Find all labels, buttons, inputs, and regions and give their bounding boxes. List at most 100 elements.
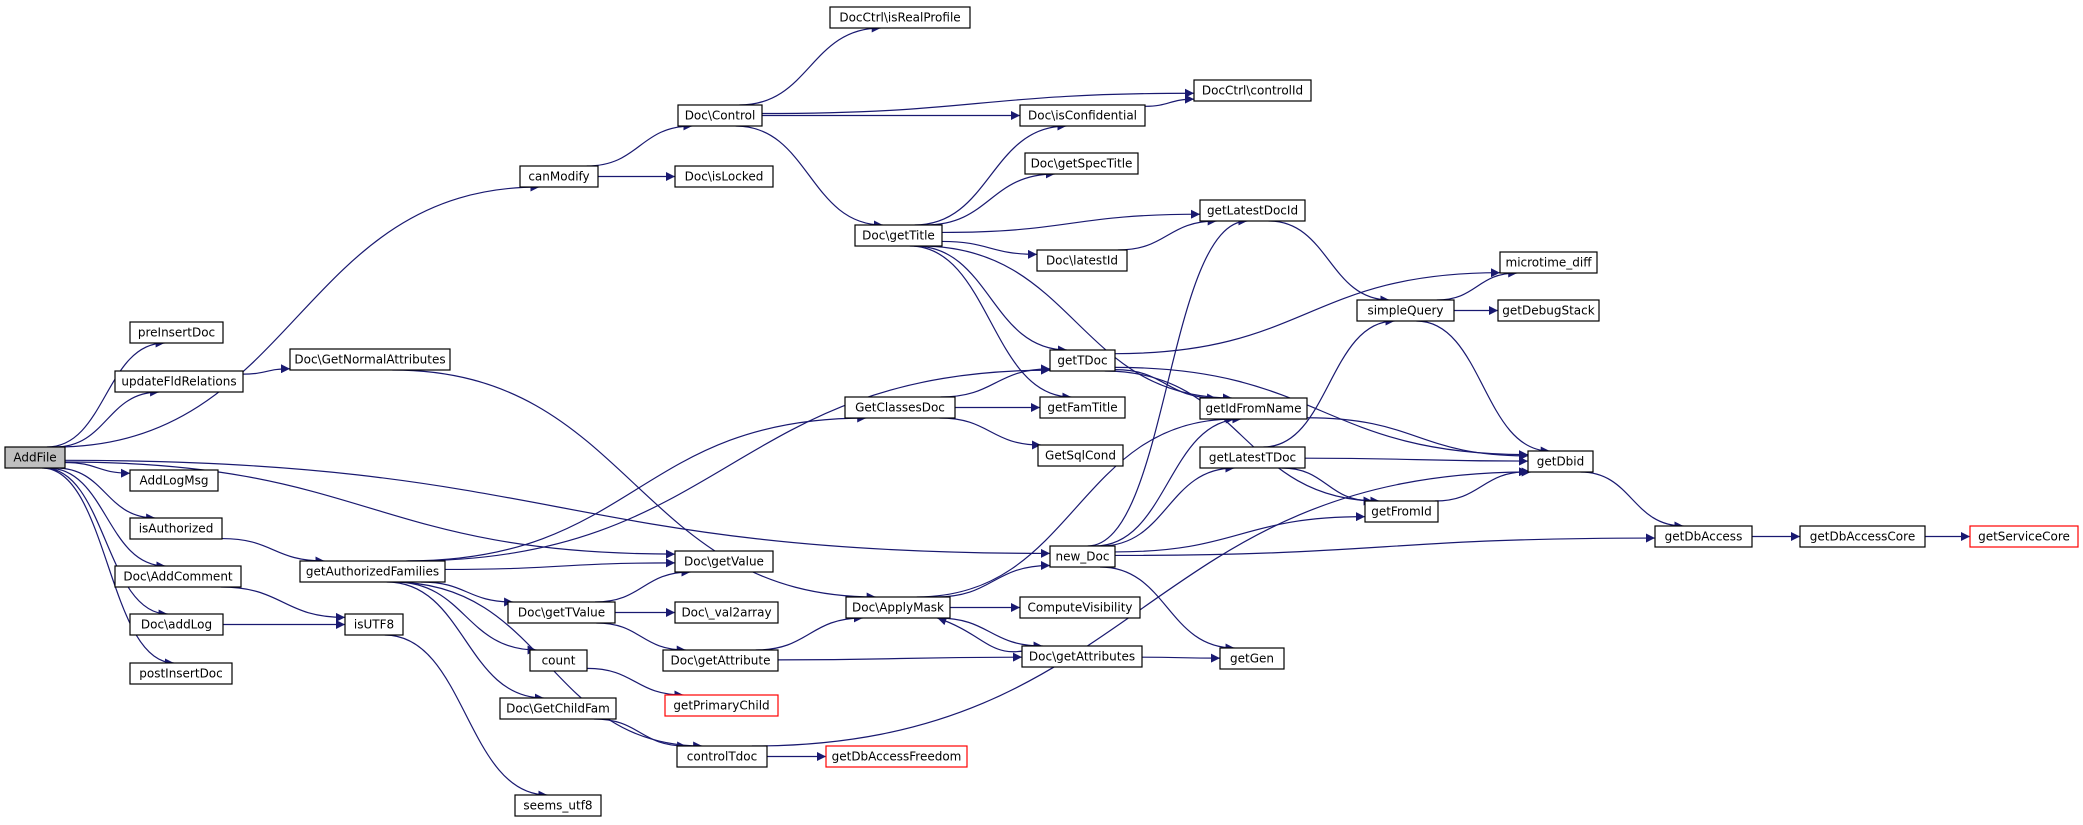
node-docget-title[interactable]: Doc\getTitle — [854, 224, 943, 247]
node-get-sql-cond[interactable]: GetSqlCond — [1037, 444, 1124, 467]
node-box — [1199, 199, 1306, 222]
node-doc-ctrlcontrol-id[interactable]: DocCtrl\controlId — [1193, 79, 1312, 102]
edge-get-authorized-families-to-docget-value — [444, 558, 676, 571]
node-get-id-from-name[interactable]: getIdFromName — [1199, 397, 1308, 420]
node-new-doc[interactable]: new_Doc — [1049, 545, 1116, 568]
edge-arrow — [777, 652, 1023, 662]
edge-arrow — [43, 467, 168, 619]
node-get-primary-child[interactable]: getPrimaryChild — [664, 694, 779, 717]
edge-arrow — [941, 209, 1201, 234]
node-get-db-access[interactable]: getDbAccess — [1654, 525, 1753, 548]
node-box — [289, 348, 451, 371]
node-doclatest-id[interactable]: Doc\latestId — [1036, 249, 1128, 272]
edge-arrow — [64, 461, 676, 559]
node-get-gen[interactable]: getGen — [1219, 647, 1285, 670]
node-microtime-diff[interactable]: microtime_diff — [1499, 251, 1598, 274]
edge-add-file-to-is-authorized — [55, 467, 156, 523]
node-box — [299, 560, 446, 583]
node-get-service-core[interactable]: getServiceCore — [1969, 525, 2079, 548]
node-compute-visibility[interactable]: ComputeVisibility — [1019, 596, 1141, 619]
nodes-layer: AddFile canModify preInsertDoc updateFldRel… — [4, 6, 2079, 817]
edge-docget-title-to-get-fam-title — [909, 245, 1072, 402]
node-get-fam-title[interactable]: getFamTitle — [1039, 396, 1126, 419]
node-docget-tvalue[interactable]: Doc\getTValue — [507, 601, 616, 624]
edge-docis-confidential-to-doc-ctrlcontrol-id — [1144, 94, 1195, 107]
edge-docget-title-to-get-latest-doc-id — [941, 209, 1201, 234]
node-box — [1499, 251, 1598, 274]
edge-arrow — [761, 88, 1195, 115]
edge-control-tdoc-to-get-dbid — [751, 467, 1531, 747]
node-control-tdoc[interactable]: controlTdoc — [676, 745, 768, 768]
node-docis-confidential[interactable]: Doc\isConfidential — [1019, 104, 1146, 127]
edge-update-fld-relations-to-doc-get-normal-attributes — [242, 364, 291, 375]
node-update-fld-relations[interactable]: updateFldRelations — [114, 370, 244, 393]
edge-get-id-from-name-to-get-dbid — [1306, 417, 1529, 461]
node-get-from-id[interactable]: getFromId — [1364, 500, 1439, 523]
node-box — [1356, 299, 1455, 322]
node-pre-insert-doc[interactable]: preInsertDoc — [129, 321, 224, 344]
node-docis-locked[interactable]: Doc\isLocked — [674, 165, 774, 188]
node-label: Doc\Control — [685, 109, 756, 123]
edge-arrow — [1114, 268, 1501, 355]
node-doc-add-comment[interactable]: Doc\AddComment — [114, 565, 242, 588]
node-get-latest-doc-id[interactable]: getLatestDocId — [1199, 199, 1306, 222]
node-box — [129, 469, 219, 492]
node-box — [825, 745, 968, 768]
node-label: Doc\getTitle — [862, 229, 935, 243]
edge-arrow — [1434, 467, 1529, 502]
node-doc-apply-mask[interactable]: Doc\ApplyMask — [845, 596, 951, 619]
node-label: Doc\latestId — [1046, 254, 1118, 268]
node-label: canModify — [528, 170, 589, 184]
node-doc-get-normal-attributes[interactable]: Doc\GetNormalAttributes — [289, 348, 451, 371]
node-docadd-log[interactable]: Doc\addLog — [129, 613, 224, 636]
node-add-log-msg[interactable]: AddLogMsg — [129, 469, 219, 492]
edge-get-latest-tdoc-to-simple-query — [1263, 316, 1395, 448]
edge-docget-title-to-docis-confidential — [914, 121, 1067, 226]
node-get-dbid[interactable]: getDbid — [1527, 450, 1594, 473]
node-box — [344, 613, 404, 636]
node-seems-utf8[interactable]: seems_utf8 — [514, 794, 602, 817]
node-add-file[interactable]: AddFile — [4, 446, 66, 469]
node-label: Doc\ApplyMask — [852, 601, 944, 615]
node-docget-spec-title[interactable]: Doc\getSpecTitle — [1024, 152, 1139, 175]
edge-get-authorized-families-to-get-tdoc — [407, 365, 1051, 562]
edge-docget-attribute-to-docget-attributes — [777, 652, 1023, 662]
node-get-db-access-core[interactable]: getDbAccessCore — [1799, 525, 1926, 548]
edge-get-latest-tdoc-to-get-from-id — [1281, 467, 1373, 506]
node-box — [514, 794, 602, 817]
edge-simple-query-to-get-dbid — [1416, 320, 1550, 456]
node-doc-get-child-fam[interactable]: Doc\GetChildFam — [499, 697, 617, 720]
node-get-authorized-families[interactable]: getAuthorizedFamilies — [299, 560, 446, 583]
node-doc-val2array[interactable]: Doc\_val2array — [674, 601, 779, 624]
node-docget-attributes[interactable]: Doc\getAttributes — [1021, 645, 1143, 668]
node-get-tdoc[interactable]: getTDoc — [1049, 349, 1116, 372]
node-post-insert-doc[interactable]: postInsertDoc — [129, 662, 233, 685]
edge-simple-query-to-microtime-diff — [1436, 268, 1518, 301]
edges-layer — [42, 23, 1970, 800]
edge-arrow — [1114, 369, 1217, 403]
edge-arrow — [914, 121, 1067, 226]
node-count[interactable]: count — [529, 649, 588, 672]
node-simple-query[interactable]: simpleQuery — [1356, 299, 1455, 322]
node-box — [674, 601, 779, 624]
edge-arrow — [593, 718, 687, 751]
node-doc-control[interactable]: Doc\Control — [677, 104, 763, 127]
edge-doc-apply-mask-to-get-id-from-name — [916, 414, 1235, 598]
node-docget-attribute[interactable]: Doc\getAttribute — [662, 649, 779, 672]
edge-arrow — [913, 245, 1068, 355]
edge-arrow — [1094, 414, 1242, 547]
node-is-utf8[interactable]: isUTF8 — [344, 613, 404, 636]
node-docget-value[interactable]: Doc\getValue — [674, 550, 774, 573]
node-get-db-access-freedom[interactable]: getDbAccessFreedom — [825, 745, 968, 768]
node-get-debug-stack[interactable]: getDebugStack — [1497, 299, 1600, 322]
node-get-latest-tdoc[interactable]: getLatestTDoc — [1199, 446, 1306, 469]
node-label: getIdFromName — [1206, 402, 1302, 416]
node-label: updateFldRelations — [121, 375, 236, 389]
node-box — [854, 224, 943, 247]
node-get-classes-doc[interactable]: GetClassesDoc — [844, 396, 956, 419]
node-is-authorized[interactable]: isAuthorized — [129, 517, 223, 540]
node-label: Doc\isConfidential — [1028, 109, 1137, 123]
node-label: getLatestDocId — [1207, 204, 1298, 218]
node-doc-ctrlis-real-profile[interactable]: DocCtrl\isRealProfile — [829, 6, 971, 29]
node-can-modify[interactable]: canModify — [519, 165, 599, 188]
